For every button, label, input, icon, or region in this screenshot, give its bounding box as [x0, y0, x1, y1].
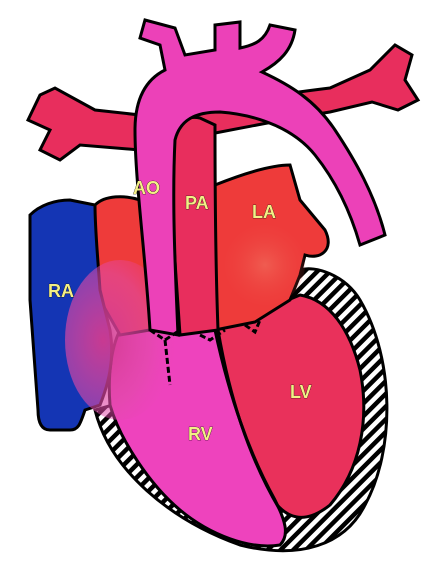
- label-la: LA: [252, 202, 276, 222]
- label-ra: RA: [48, 281, 74, 301]
- label-rv: RV: [188, 424, 213, 444]
- label-pa: PA: [185, 193, 209, 213]
- label-ao: AO: [133, 178, 160, 198]
- label-lv: LV: [290, 382, 312, 402]
- pulmonary-artery-left-branch: [28, 88, 140, 160]
